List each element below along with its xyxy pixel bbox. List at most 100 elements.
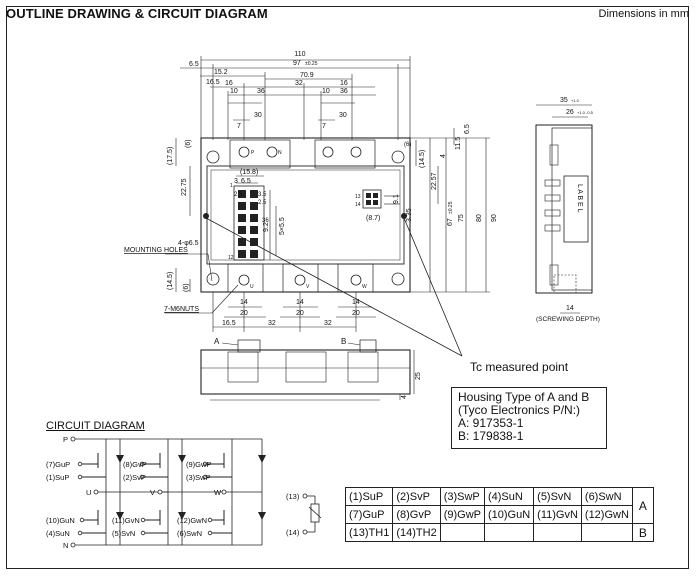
dim-70-9: 70.9	[300, 72, 314, 79]
tc-point-marker	[401, 213, 407, 219]
dim-35-tol: +1.0	[571, 98, 580, 103]
circuit-n-label: N	[63, 541, 68, 550]
housing-type-note: Housing Type of A and B (Tyco Electronic…	[451, 387, 607, 449]
circuit-gun-label: (10)GuN	[46, 516, 75, 525]
table-row: (7)GuP (8)GvP (9)GwP (10)GuN (11)GvN (12…	[344, 505, 654, 524]
circuit-u-label: U	[86, 488, 91, 497]
dim-4b: 4	[401, 395, 408, 399]
dim-36c: 36	[262, 218, 269, 224]
dim-25: 25	[415, 372, 422, 380]
tc-measured-point-label: Tc measured point	[470, 360, 569, 374]
table-cell	[483, 523, 535, 542]
connector-b-label: B	[341, 337, 346, 346]
dim-2-5: 2.5	[234, 192, 243, 198]
terminal-w-mark: W	[362, 284, 367, 290]
dim-67: 67	[447, 218, 454, 226]
circuit-sup-label: (1)SuP	[46, 473, 69, 482]
dim-20b: 20	[296, 310, 304, 317]
table-row: (1)SuP (2)SvP (3)SwP (4)SuN (5)SvN (6)Sw…	[344, 487, 654, 524]
circuit-p-label: P	[63, 435, 68, 444]
terminal-v-mark: V	[306, 284, 310, 290]
table-cell: (4)SuN	[483, 487, 535, 506]
dim-8-7: (8.7)	[366, 215, 380, 222]
dim-14a: 14	[240, 299, 248, 306]
terminal-n-mark: N	[278, 150, 282, 156]
dim-11-5: 11.5	[455, 137, 462, 150]
table-cell: (5)SvN	[533, 487, 582, 506]
dim-26-tol: +1.0 -0.5	[577, 110, 594, 115]
connector-a-group: A	[631, 487, 654, 524]
table-cell: (10)GuN	[483, 505, 535, 524]
dim-36a: 36	[257, 88, 265, 95]
circuit-sun-label: (4)SuN	[46, 529, 70, 538]
dim-35: 35	[560, 97, 568, 104]
dim-110: 110	[294, 51, 305, 58]
dim-15-8: (15.8)	[240, 169, 258, 176]
dim-30b: 30	[339, 112, 347, 119]
pin-12: 12	[228, 255, 234, 261]
dim-30a: 30	[254, 112, 262, 119]
dim-6c: (6)	[183, 283, 190, 292]
nuts-label: 7-M6NUTS	[164, 306, 199, 313]
pin-14: 14	[355, 202, 361, 208]
housing-line-1: Housing Type of A and B	[458, 390, 590, 404]
dim-67-tol: ±0.25	[448, 201, 454, 214]
circuit-gwn-label: (12)GwN	[177, 516, 207, 525]
circuit-gvp-label: (8)GvP	[123, 460, 147, 469]
dim-15-2: 15.2	[214, 69, 228, 76]
mounting-hole	[391, 150, 405, 164]
dim-6-5: 6.5	[189, 61, 199, 68]
dim-4: 4	[440, 154, 447, 158]
table-cell	[580, 523, 633, 542]
table-cell: (14)TH2	[392, 523, 441, 542]
table-cell: (3)SwP	[439, 487, 485, 506]
table-cell: (1)SuP	[344, 487, 394, 506]
terminal-p-mark: P	[251, 150, 255, 156]
dim-14-5b: (14.5)	[167, 272, 174, 290]
dim-10b: 10	[322, 88, 330, 95]
dim-7a: 7	[237, 123, 241, 130]
table-cell	[439, 523, 485, 542]
circuit-swp-label: (3)SwP	[186, 473, 211, 482]
terminal-nut	[350, 146, 362, 158]
table-cell	[533, 523, 582, 542]
dim-3: 3	[234, 178, 238, 185]
circuit-swn-label: (6)SwN	[177, 529, 202, 538]
dim-20a: 20	[240, 310, 248, 317]
circuit-svn-label: (5)SvN	[112, 529, 135, 538]
drawing-frame	[6, 6, 689, 569]
dim-32: 32	[295, 80, 303, 87]
housing-line-4: B: 179838-1	[458, 429, 524, 443]
circuit-gup-label: (7)GuP	[46, 460, 70, 469]
connector-b-group: B	[631, 523, 654, 542]
terminal-nut	[238, 274, 250, 286]
pin-assignment-table: (1)SuP (2)SvP (3)SwP (4)SuN (5)SvN (6)Sw…	[344, 487, 654, 542]
dim-5x5-5: 5×5.5	[279, 217, 286, 235]
connector-a-top	[233, 185, 265, 261]
circuit-gwp-label: (9)GwP	[186, 460, 211, 469]
module-front-outline	[200, 349, 411, 395]
table-cell: (9)GwP	[439, 505, 485, 524]
dim-6b: (6)	[404, 142, 411, 148]
dim-14d: 14	[566, 305, 574, 312]
dim-16-5b: 16.5	[222, 320, 236, 327]
dim-16-5: 16.5	[206, 79, 220, 86]
terminal-nut	[266, 146, 278, 158]
dim-2-5b: 2.5	[258, 200, 267, 206]
tc-point-marker	[203, 213, 209, 219]
dim-26: 26	[566, 109, 574, 116]
table-cell: (6)SwN	[580, 487, 633, 506]
dim-3-5: 3.5	[258, 192, 267, 198]
dim-10a: 10	[230, 88, 238, 95]
pin-1: 1	[230, 183, 233, 189]
dim-22-57: 22.57	[431, 172, 438, 190]
dim-20c: 20	[352, 310, 360, 317]
dim-90: 90	[491, 214, 498, 222]
dim-16b: 16	[340, 80, 348, 87]
dim-14c: 14	[352, 299, 360, 306]
thermistor-14-label: (14)	[286, 528, 300, 537]
dim-22-75: 22.75	[181, 178, 188, 196]
dim-6-5b: 6.5	[241, 178, 251, 185]
dim-6a: (6)	[185, 139, 192, 148]
